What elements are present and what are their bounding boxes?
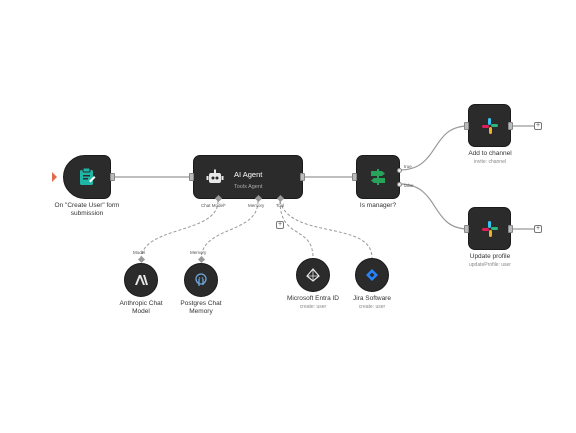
postgres-label: Postgres Chat Memory [180,300,222,315]
wire-switch-slack-add [399,125,469,171]
is-manager-switch-node[interactable] [356,155,400,199]
ai-agent-title: AI Agent [234,170,263,179]
form-trigger-node[interactable] [63,155,111,199]
wire-tool-jira [279,200,373,259]
slack-add-output-handle[interactable] [508,122,513,130]
postgres-port-label: Memory [190,250,207,255]
postgres-icon [195,273,207,286]
tool-port-label: Tool [276,203,285,208]
entra-id-icon [306,268,320,282]
entra-label: Microsoft Entra ID create: user [286,295,339,310]
slack-update-input-handle[interactable] [464,225,469,233]
switch-false-label: false [404,183,414,188]
agent-output-handle[interactable] [300,173,305,181]
switch-true-label: true [404,164,412,169]
slack-update-output-handle[interactable] [508,225,513,233]
trigger-label: On "Create User" form submission [54,202,120,217]
slack-update-profile-node[interactable] [468,207,511,250]
jira-label: Jira Software create: user [353,295,391,310]
anthropic-icon [135,275,148,285]
form-icon [80,167,96,185]
add-tool-button[interactable]: + [276,221,284,229]
microsoft-entra-id-node[interactable] [296,258,330,292]
wire-model [140,200,219,261]
switch-true-output[interactable] [397,168,402,173]
anthropic-port-label: Model [133,250,146,255]
jira-software-node[interactable] [355,258,389,292]
slack-add-next-button[interactable]: + [534,122,542,130]
slack-add-to-channel-node[interactable] [468,104,511,147]
slack-icon [481,220,498,237]
slack-icon [481,117,498,134]
trigger-start-marker [52,172,57,182]
wire-memory [200,200,259,261]
trigger-output-handle[interactable] [110,173,115,181]
switch-label: Is manager? [359,202,397,209]
switch-false-output[interactable] [397,182,402,187]
wire-tool-entra [279,200,314,259]
slack-update-label: Update profile updateProfile: user [469,253,511,268]
robot-icon [206,169,224,183]
signpost-icon [371,169,385,185]
agent-input-handle[interactable] [189,173,194,181]
jira-icon [366,269,378,281]
slack-add-input-handle[interactable] [464,122,469,130]
postgres-chat-memory-node[interactable] [184,263,218,297]
chat-model-port-label: Chat Model* [201,203,226,208]
anthropic-chat-model-node[interactable] [124,263,158,297]
wire-switch-slack-update [399,183,469,230]
slack-add-label: Add to channel invite: channel [468,150,512,165]
anthropic-label: Anthropic Chat Model [119,300,163,315]
memory-port-label: Memory [248,203,265,208]
switch-input-handle[interactable] [352,173,357,181]
ai-agent-node[interactable]: AI Agent Tools Agent [193,155,303,199]
ai-agent-subtitle: Tools Agent [234,184,263,190]
slack-update-next-button[interactable]: + [534,225,542,233]
